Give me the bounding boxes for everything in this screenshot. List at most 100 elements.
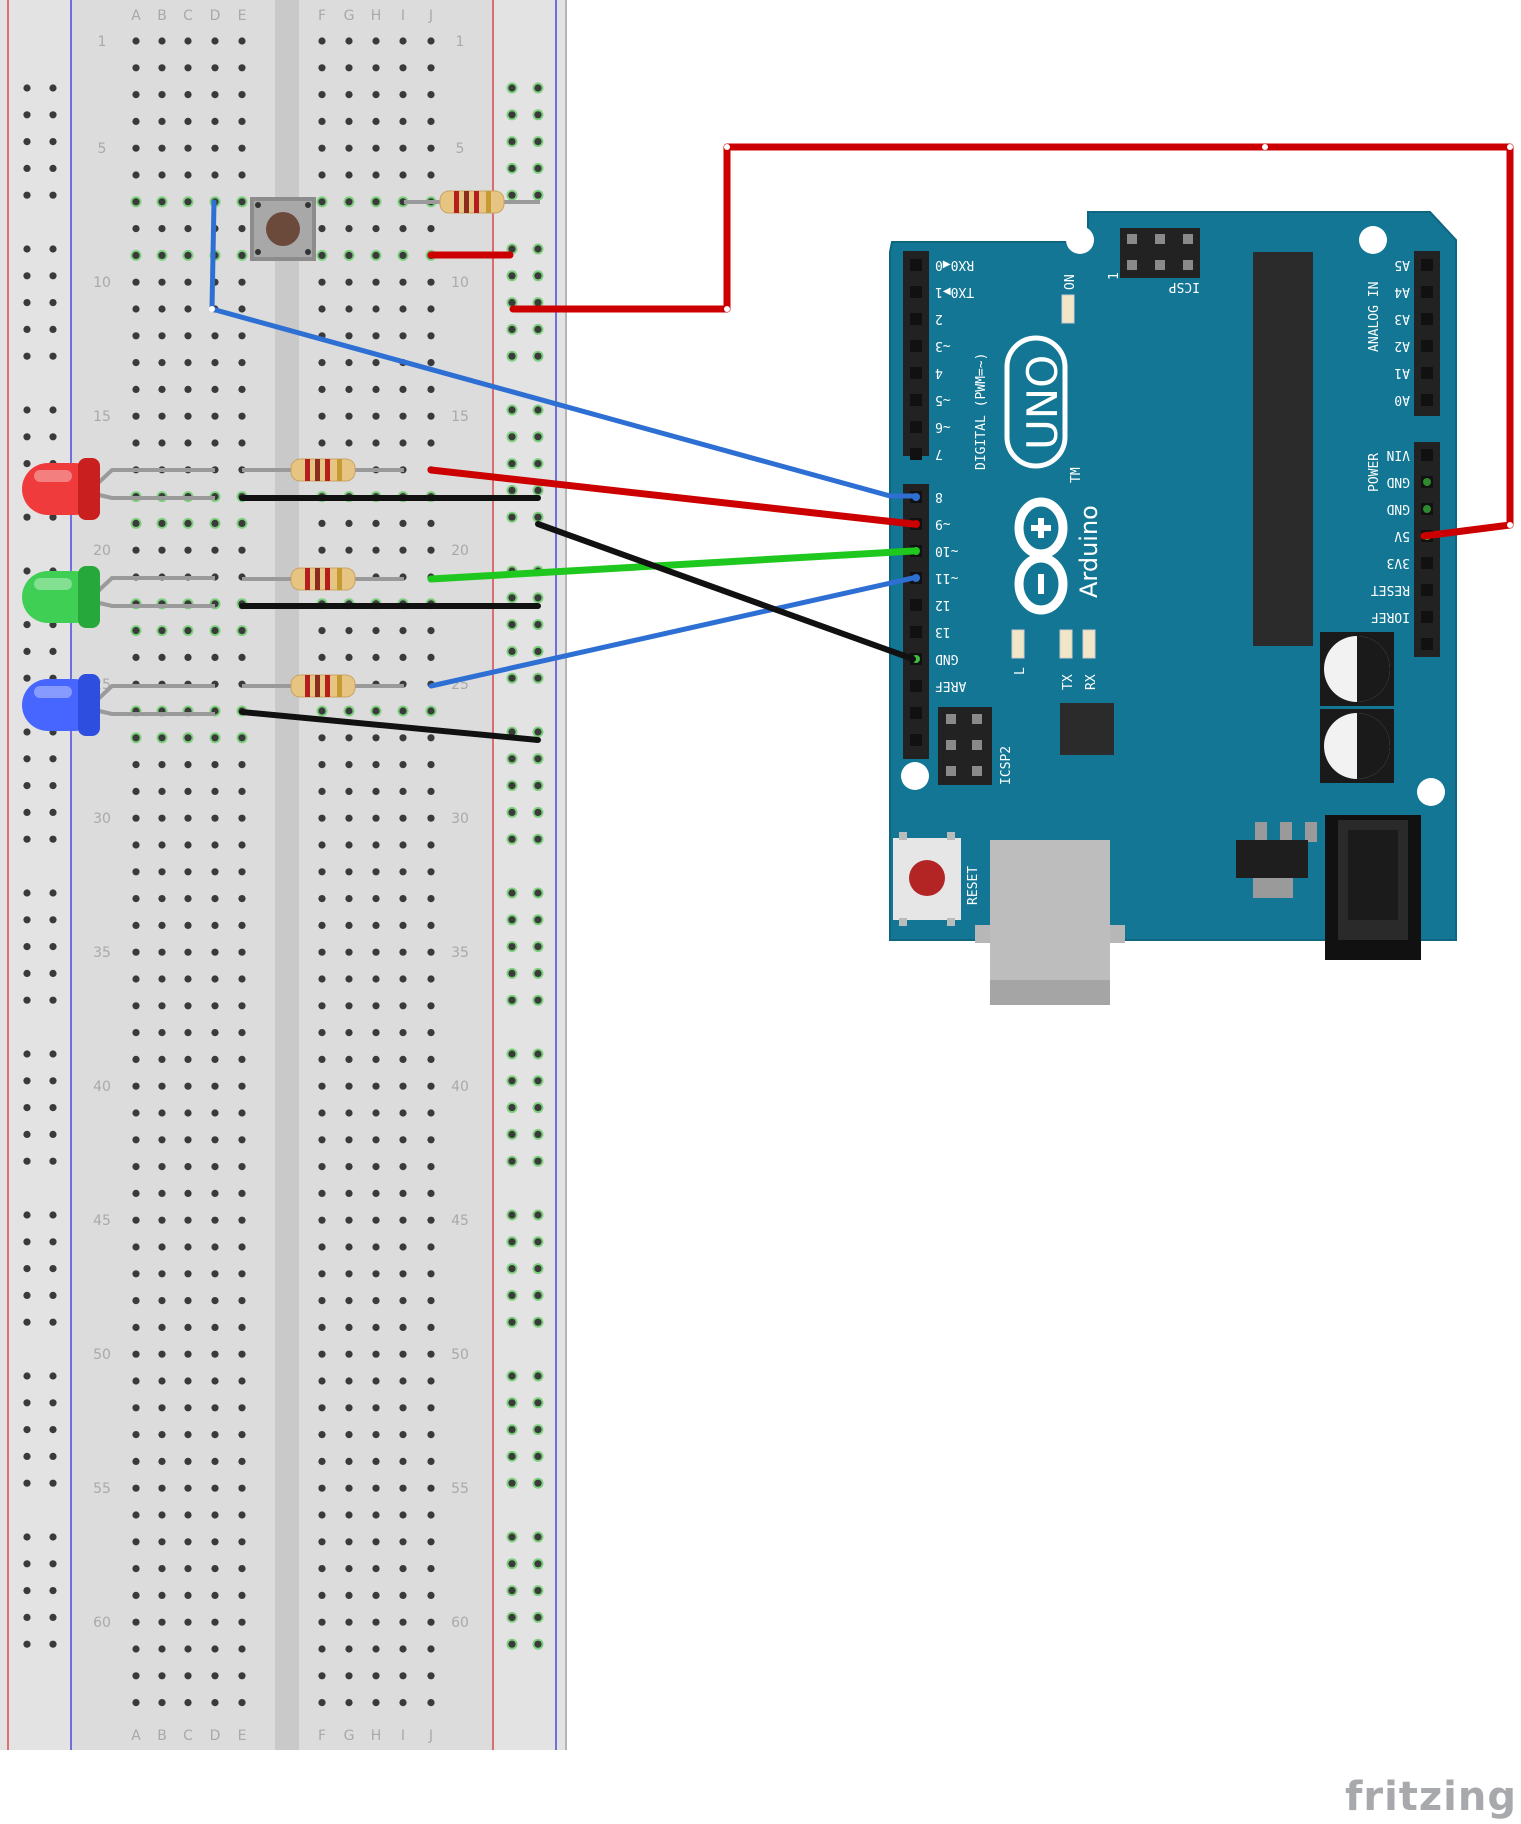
breadboard-hole: [132, 1699, 140, 1707]
rail-hole: [506, 270, 518, 282]
breadboard-hole: [345, 1002, 353, 1010]
rail-hole: [532, 1289, 544, 1301]
breadboard-hole: [156, 196, 168, 208]
breadboard-hole: [158, 1591, 166, 1599]
rail-hole: [506, 887, 518, 899]
breadboard-hole: [399, 1672, 407, 1680]
breadboard-hole: [236, 249, 248, 261]
breadboard-hole: [238, 225, 246, 233]
rail-hole: [532, 1424, 544, 1436]
rail-hole: [532, 1236, 544, 1248]
rail-hole: [49, 1533, 57, 1541]
breadboard-hole: [184, 1297, 192, 1305]
breadboard-hole: [399, 1323, 407, 1331]
digital-pin-label: 12: [935, 597, 951, 612]
breadboard-hole: [399, 921, 407, 930]
breadboard-hole: [132, 359, 140, 367]
rail-hole: [506, 619, 518, 631]
breadboard-hole: [399, 1055, 407, 1063]
breadboard-hole: [318, 1511, 326, 1519]
breadboard-hole: [211, 1270, 219, 1278]
breadboard-hole: [372, 921, 380, 930]
reset-button: [893, 832, 961, 926]
breadboard-hole: [427, 761, 435, 769]
breadboard-hole: [318, 1431, 326, 1439]
breadboard-hole: [184, 37, 192, 45]
breadboard-hole: [132, 1457, 140, 1465]
breadboard-hole: [132, 439, 140, 447]
rail-hole: [49, 782, 57, 790]
breadboard-hole: [372, 64, 380, 72]
breadboard-hole: [184, 1270, 192, 1278]
breadboard-hole: [184, 305, 192, 313]
breadboard-hole: [399, 1591, 407, 1599]
breadboard-hole: [158, 546, 166, 554]
breadboard-hole: [132, 1538, 140, 1546]
rail-hole: [532, 350, 544, 362]
breadboard-hole: [158, 64, 166, 72]
breadboard-hole: [184, 975, 192, 983]
breadboard-hole: [345, 1270, 353, 1278]
breadboard-hole: [343, 249, 355, 261]
rail-hole: [506, 1316, 518, 1328]
power-pin-label: VIN: [1387, 447, 1410, 462]
breadboard-hole: [132, 1591, 140, 1599]
rail-hole: [506, 1558, 518, 1570]
header-pin: [910, 394, 922, 406]
column-letter-top: E: [238, 8, 247, 24]
rail-hole: [49, 1640, 57, 1648]
breadboard-hole: [318, 761, 326, 769]
arduino-uno-board: RX0◀0TX0▶12~34~5~678~9~10~111213GNDAREFA…: [889, 211, 1457, 1005]
breadboard-hole: [238, 1189, 246, 1197]
column-letter-bottom: C: [183, 1728, 193, 1744]
rail-hole: [506, 941, 518, 953]
breadboard-hole: [211, 841, 219, 849]
column-letter-bottom: B: [157, 1728, 167, 1744]
breadboard-hole: [238, 64, 246, 72]
breadboard-hole: [184, 1350, 192, 1358]
row-number-left: 1: [98, 34, 107, 50]
rail-hole: [49, 943, 57, 951]
rail-hole: [23, 433, 31, 441]
breadboard-hole: [158, 225, 166, 233]
analog-pin-label: A5: [1394, 257, 1410, 272]
header-pin: [910, 367, 922, 379]
wire-blue-led-to-pin11: [428, 575, 916, 689]
breadboard-hole: [345, 278, 353, 286]
breadboard-hole: [158, 439, 166, 447]
breadboard-hole: [345, 117, 353, 125]
breadboard-hole: [318, 1591, 326, 1599]
breadboard-hole: [399, 1699, 407, 1707]
header-pin: [910, 313, 922, 325]
rail-hole: [49, 299, 57, 307]
rail-hole: [506, 484, 518, 496]
breadboard-hole: [427, 1297, 435, 1305]
rail-hole: [506, 1450, 518, 1462]
breadboard-hole: [158, 91, 166, 99]
row-number-right: 55: [451, 1481, 469, 1497]
breadboard-hole: [158, 359, 166, 367]
header-pin: [910, 340, 922, 352]
rail-hole: [506, 189, 518, 201]
breadboard-hole: [132, 1645, 140, 1653]
breadboard-hole: [399, 1350, 407, 1358]
breadboard-hole: [211, 91, 219, 99]
breadboard-hole: [399, 519, 407, 528]
breadboard-hole: [427, 144, 435, 152]
rail-hole: [49, 1050, 57, 1058]
rail-hole: [506, 1048, 518, 1060]
rail-hole: [532, 1209, 544, 1221]
breadboard-hole: [158, 814, 166, 822]
breadboard-hole: [158, 144, 166, 152]
arduino-infinity-logo: [1014, 497, 1068, 615]
column-letter-bottom: J: [428, 1728, 433, 1744]
column-letter-top: A: [131, 8, 141, 24]
rail-hole: [532, 914, 544, 926]
breadboard-hole: [399, 1618, 407, 1626]
rail-hole: [532, 753, 544, 765]
breadboard-hole: [399, 412, 407, 420]
capacitor: [1320, 709, 1394, 783]
breadboard-hole: [238, 841, 246, 849]
breadboard-hole: [132, 1055, 140, 1063]
breadboard-hole: [427, 412, 435, 420]
